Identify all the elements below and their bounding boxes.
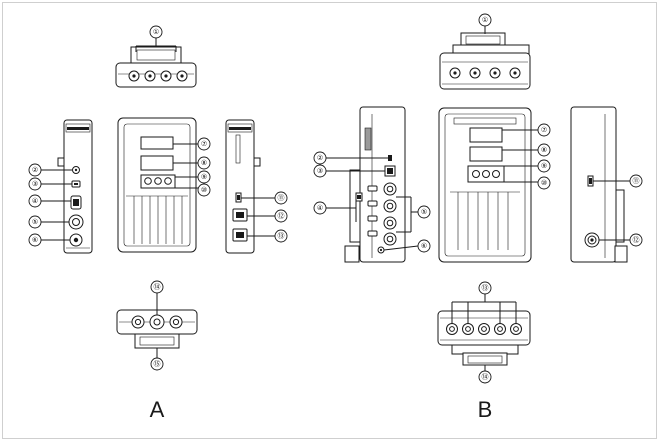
callout-5: ⑤	[28, 215, 42, 229]
callout-8: ⑧	[197, 156, 211, 170]
callout-15: ⑮	[150, 357, 164, 371]
panel-a-right-side-view	[225, 119, 275, 254]
svg-text:⑬: ⑬	[278, 232, 285, 240]
svg-text:⑦: ⑦	[201, 140, 207, 148]
svg-text:⑭: ⑭	[482, 373, 489, 381]
svg-text:⑩: ⑩	[201, 186, 207, 194]
panel-b-callouts: ① ② ③ ④ ⑤ ⑥ ⑦ ⑧ ⑨ ⑩ ⑪ ⑫ ⑬ ⑭	[313, 13, 643, 384]
callout-12: ⑫	[274, 209, 288, 223]
svg-text:⑧: ⑧	[541, 146, 547, 154]
callout-11: ⑪	[629, 174, 643, 188]
callout-4: ④	[28, 194, 42, 208]
callout-1: ①	[149, 25, 163, 39]
svg-text:①: ①	[482, 16, 488, 24]
svg-text:⑫: ⑫	[278, 212, 285, 220]
svg-text:⑩: ⑩	[541, 179, 547, 187]
svg-text:⑬: ⑬	[482, 284, 489, 292]
panel-b-top-view	[439, 26, 531, 90]
battery-plate-b	[450, 191, 520, 250]
panel-a: ① ② ③ ④ ⑤ ⑥ ⑦ ⑧ ⑨ ⑩ ⑪ ⑫ ⑬ ⑭ ⑮ A	[28, 25, 288, 422]
callout-10: ⑩	[537, 176, 551, 190]
callout-8: ⑧	[537, 143, 551, 157]
svg-text:①: ①	[153, 28, 159, 36]
callout-11: ⑪	[274, 191, 288, 205]
callout-9: ⑨	[537, 159, 551, 173]
callout-14: ⑭	[150, 280, 164, 294]
svg-text:②: ②	[317, 154, 323, 162]
callout-2: ②	[313, 151, 327, 165]
panel-a-back-view	[117, 117, 198, 253]
callout-12: ⑫	[629, 233, 643, 247]
svg-text:⑥: ⑥	[421, 242, 427, 250]
svg-text:③: ③	[32, 180, 38, 188]
callout-1: ①	[478, 13, 492, 27]
svg-text:⑤: ⑤	[32, 218, 38, 226]
svg-text:⑫: ⑫	[633, 236, 640, 244]
svg-text:③: ③	[317, 167, 323, 175]
panel-a-callouts: ① ② ③ ④ ⑤ ⑥ ⑦ ⑧ ⑨ ⑩ ⑪ ⑫ ⑬ ⑭ ⑮	[28, 25, 288, 371]
svg-text:⑨: ⑨	[541, 162, 547, 170]
top-connectors-a	[128, 70, 188, 82]
panel-b-left-side-view	[326, 106, 419, 263]
callout-5: ⑤	[417, 205, 431, 219]
callout-6: ⑥	[28, 233, 42, 247]
callout-13: ⑬	[478, 281, 492, 295]
panel-b: ① ② ③ ④ ⑤ ⑥ ⑦ ⑧ ⑨ ⑩ ⑪ ⑫ ⑬ ⑭ B	[313, 13, 643, 422]
top-connectors-b	[449, 67, 521, 79]
panel-b-back-view	[438, 107, 538, 263]
svg-text:⑪: ⑪	[278, 194, 285, 202]
callout-4: ④	[313, 201, 327, 215]
svg-text:⑧: ⑧	[201, 159, 207, 167]
panel-b-bottom-view	[437, 294, 531, 371]
svg-text:⑮: ⑮	[154, 360, 161, 368]
callout-10: ⑩	[197, 183, 211, 197]
panel-b-right-side-view	[570, 106, 630, 263]
callout-6: ⑥	[417, 239, 431, 253]
callout-2: ②	[28, 163, 42, 177]
svg-text:⑨: ⑨	[201, 173, 207, 181]
panel-a-left-side-view	[41, 119, 93, 254]
svg-text:⑥: ⑥	[32, 236, 38, 244]
svg-text:⑦: ⑦	[541, 126, 547, 134]
callout-3: ③	[313, 164, 327, 178]
callout-13: ⑬	[274, 229, 288, 243]
panel-a-bottom-view	[116, 293, 198, 358]
callout-14: ⑭	[478, 370, 492, 384]
panel-label-a: A	[150, 397, 165, 422]
svg-text:⑪: ⑪	[633, 177, 640, 185]
battery-plate-a	[126, 195, 188, 244]
svg-text:④: ④	[317, 204, 323, 212]
svg-text:②: ②	[32, 166, 38, 174]
callout-9: ⑨	[197, 170, 211, 184]
svg-text:⑭: ⑭	[154, 283, 161, 291]
callout-7: ⑦	[537, 123, 551, 137]
callout-7: ⑦	[197, 137, 211, 151]
panel-label-b: B	[478, 397, 493, 422]
svg-text:④: ④	[32, 197, 38, 205]
callout-3: ③	[28, 177, 42, 191]
svg-text:⑤: ⑤	[421, 208, 427, 216]
panel-a-top-view	[115, 38, 197, 88]
